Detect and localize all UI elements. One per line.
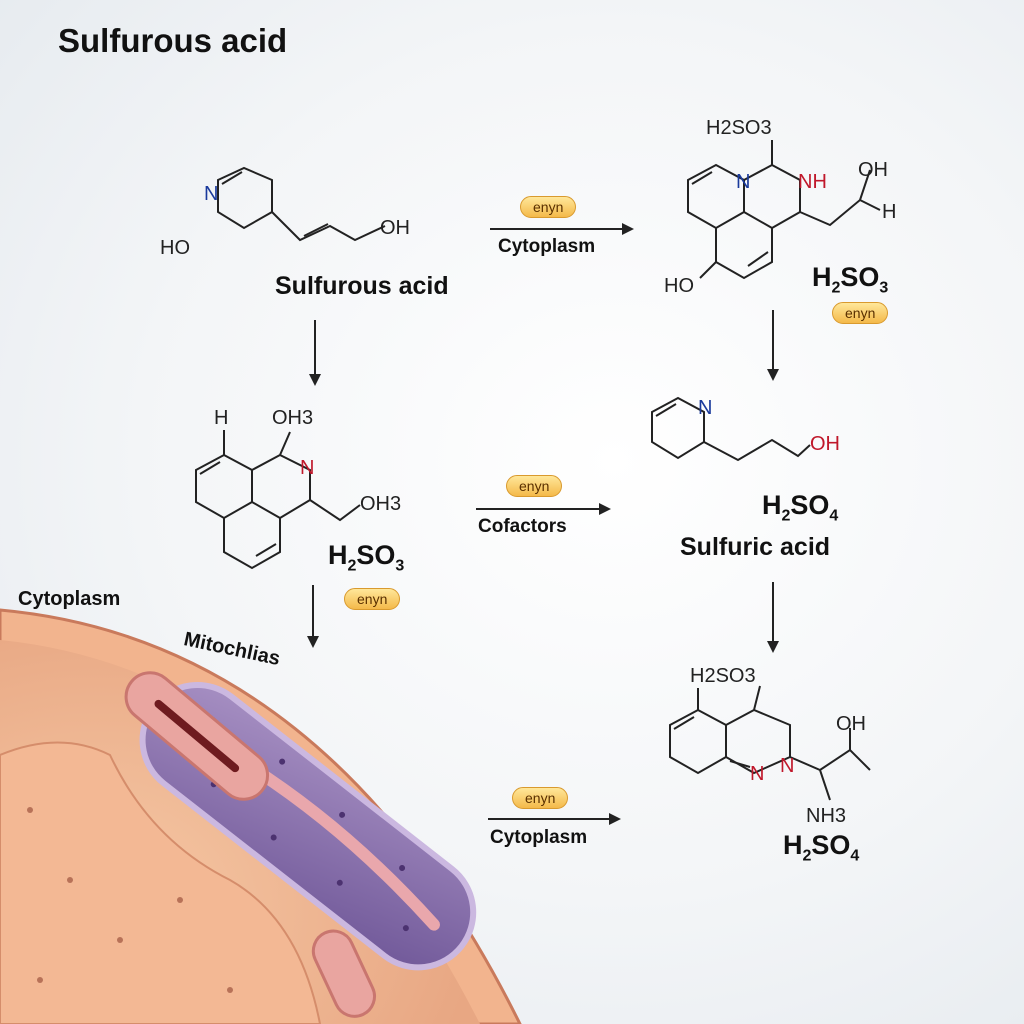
- formula-label: H2SO4: [762, 490, 839, 525]
- atom-label: OH: [810, 433, 840, 455]
- organelle-small: [311, 929, 376, 1018]
- enzyme-badge: enyn: [344, 588, 401, 610]
- organelle-small: [124, 671, 270, 801]
- cytoplasm-label: Cytoplasm: [18, 588, 121, 610]
- enzyme-badge: enyn: [832, 302, 889, 324]
- atom-label: HO: [664, 275, 694, 297]
- structure-mid-right: [651, 396, 811, 462]
- formula-label: H2SO4: [783, 830, 860, 865]
- atom-label: HO: [160, 237, 190, 259]
- page-title: Sulfurous acid: [58, 22, 288, 59]
- atom-label: NH: [798, 171, 827, 193]
- atom-label: H2SO3: [690, 665, 756, 687]
- structure-top-right: [687, 140, 881, 280]
- atom-label: H: [882, 201, 896, 223]
- reaction-label: Cytoplasm: [490, 827, 588, 848]
- atom-label: OH: [836, 713, 866, 735]
- enzyme-badge: enyn: [512, 787, 569, 809]
- atom-label: H: [214, 407, 228, 429]
- reaction-label: Cytoplasm: [498, 236, 596, 257]
- atom-label: N: [204, 183, 218, 205]
- atom-label: NH3: [806, 805, 846, 827]
- cell-illustration: [0, 608, 522, 1024]
- atom-label: OH3: [272, 407, 313, 429]
- formula-label: H2SO3: [812, 262, 889, 297]
- compound-name: Sulfurous acid: [275, 272, 449, 300]
- atom-label: N: [698, 397, 712, 419]
- structure-mid-left: [195, 430, 361, 570]
- atom-label: N: [750, 763, 764, 785]
- reaction-label: Cofactors: [478, 516, 567, 537]
- atom-label: H2SO3: [706, 117, 772, 139]
- atom-label: N: [780, 755, 794, 777]
- atom-label: N: [300, 457, 314, 479]
- atom-label: OH: [380, 217, 410, 239]
- atom-label: OH3: [360, 493, 401, 515]
- enzyme-badge: enyn: [520, 196, 577, 218]
- atom-label: N: [736, 171, 750, 193]
- formula-label: H2SO3: [328, 540, 405, 575]
- structure-top-left: [217, 166, 386, 242]
- enzyme-badge: enyn: [506, 475, 563, 497]
- structure-bottom-right: [669, 685, 871, 801]
- compound-name: Sulfuric acid: [680, 533, 831, 561]
- atom-label: OH: [858, 159, 888, 181]
